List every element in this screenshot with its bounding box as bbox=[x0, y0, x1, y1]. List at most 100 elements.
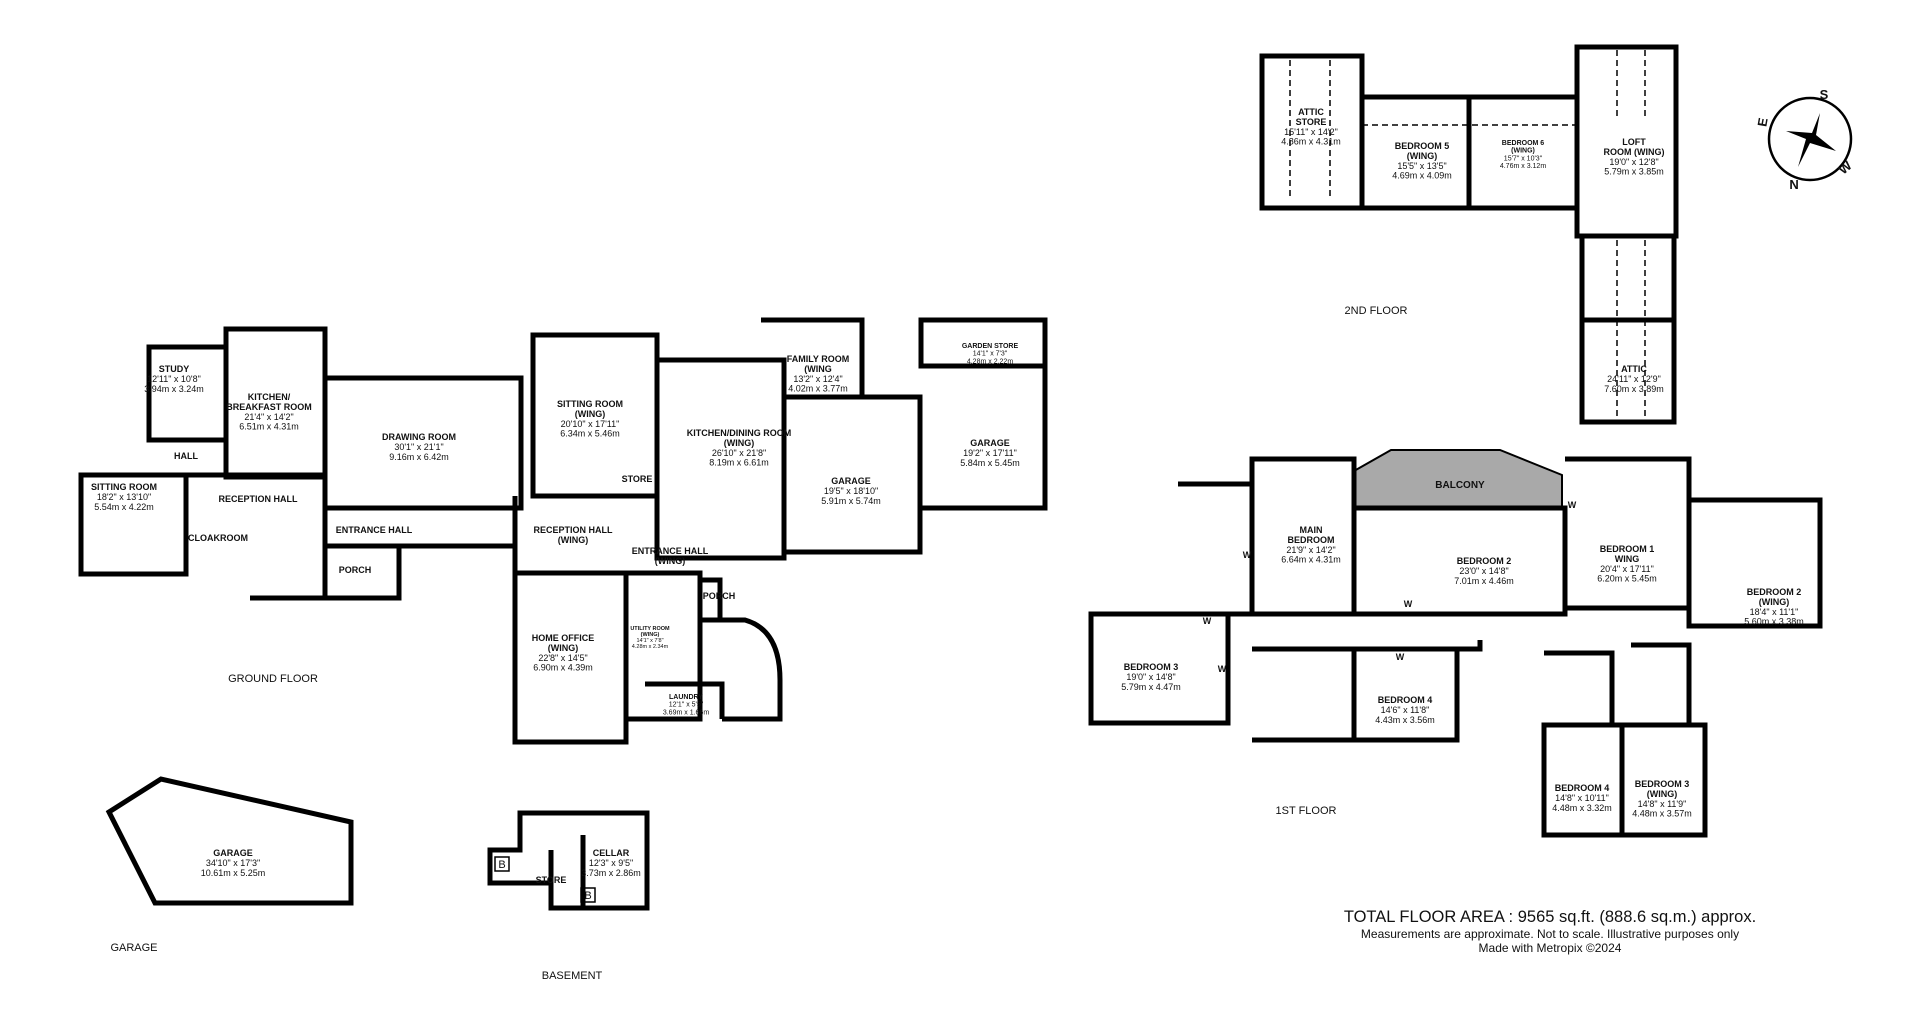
room-label: PORCH bbox=[703, 591, 736, 601]
room-name: CELLAR bbox=[593, 848, 630, 858]
wall bbox=[1252, 646, 1357, 743]
room-name: DRAWING ROOM bbox=[382, 432, 456, 442]
room-label: BEDROOM 3(WING)14'8" x 11'9"4.48m x 3.57… bbox=[1632, 779, 1692, 819]
room-dimensions-imperial: 13'2" x 12'4" bbox=[793, 374, 842, 384]
room-dimensions-metric: 4.48m x 3.57m bbox=[1632, 809, 1692, 819]
room-dimensions-imperial: 18'4" x 11'1" bbox=[1750, 607, 1799, 617]
room-dimensions-imperial: 12'3" x 9'5" bbox=[589, 858, 633, 868]
room-name: GARDEN STORE bbox=[962, 343, 1019, 350]
room-name: FAMILY ROOM bbox=[787, 354, 850, 364]
room-name: ATTIC bbox=[1621, 364, 1647, 374]
room-label: RECEPTION HALL(WING) bbox=[533, 525, 613, 545]
room-name: PORCH bbox=[339, 565, 372, 575]
room-dimensions-metric: 4.02m x 3.77m bbox=[788, 384, 848, 394]
room-name: BEDROOM 6 bbox=[1502, 140, 1545, 147]
room-dimensions-metric: 3.94m x 3.24m bbox=[144, 384, 204, 394]
room-dimensions-metric: 7.60m x 3.89m bbox=[1604, 384, 1664, 394]
room-name: STORE bbox=[1296, 117, 1327, 127]
room-dimensions-imperial: 14'1" x 7'8" bbox=[636, 638, 663, 644]
balcony-area bbox=[1353, 449, 1563, 509]
room-dimensions-imperial: 12'11" x 10'8" bbox=[147, 374, 201, 384]
room-name: RECEPTION HALL bbox=[218, 494, 298, 504]
room-label: HOME OFFICE(WING)22'8" x 14'5"6.90m x 4.… bbox=[532, 633, 595, 673]
room-name: BEDROOM 3 bbox=[1124, 662, 1179, 672]
room-name: CLOAKROOM bbox=[188, 533, 248, 543]
room-dimensions-imperial: 14'8" x 10'11" bbox=[1555, 793, 1609, 803]
wall bbox=[1362, 94, 1472, 211]
room-name: UTILITY ROOM bbox=[630, 626, 670, 632]
room-dimensions-imperial: 14'1" x 7'3" bbox=[973, 351, 1008, 358]
room-dimensions-metric: 8.19m x 6.61m bbox=[709, 458, 769, 468]
room-dimensions-metric: 6.34m x 5.46m bbox=[560, 429, 620, 439]
room-label: PORCH bbox=[339, 565, 372, 575]
room-name: LOFT bbox=[1622, 137, 1646, 147]
room-dimensions-imperial: 15'5" x 13'5" bbox=[1397, 161, 1446, 171]
room-dimensions-metric: 4.43m x 3.56m bbox=[1375, 715, 1435, 725]
room-dimensions-metric: 3.69m x 1.66m bbox=[663, 709, 709, 716]
room-dimensions-imperial: 19'0" x 14'8" bbox=[1126, 672, 1175, 682]
wall bbox=[78, 472, 189, 577]
room-label: BALCONY bbox=[1435, 480, 1485, 491]
wall bbox=[1631, 642, 1692, 725]
room-dimensions-imperial: 21'4" x 14'2" bbox=[244, 412, 293, 422]
room-name: RECEPTION HALL bbox=[533, 525, 613, 535]
room-label: BEDROOM 5(WING)15'5" x 13'5"4.69m x 4.09… bbox=[1392, 141, 1452, 181]
wall bbox=[700, 617, 783, 722]
room-name: HOME OFFICE bbox=[532, 633, 595, 643]
room-name: (WING) bbox=[724, 438, 755, 448]
room-label: BEDROOM 2(WING)18'4" x 11'1"5.60m x 3.38… bbox=[1744, 587, 1804, 627]
room-dimensions-imperial: 12'1" x 5'5" bbox=[669, 702, 704, 709]
room-dimensions-metric: 6.90m x 4.39m bbox=[533, 663, 593, 673]
room-dimensions-imperial: 23'0" x 14'8" bbox=[1459, 566, 1508, 576]
room-name: (WING) bbox=[641, 632, 660, 638]
room-name: SITTING ROOM bbox=[91, 482, 157, 492]
room-label: KITCHEN/DINING ROOM(WING)26'10" x 21'8"8… bbox=[687, 428, 792, 468]
room-name: WING bbox=[1615, 554, 1640, 564]
wall bbox=[1565, 456, 1692, 611]
room-label: STORE bbox=[536, 875, 567, 885]
room-dimensions-metric: 5.79m x 4.47m bbox=[1121, 682, 1181, 692]
room-name: LAUNDRY bbox=[669, 694, 703, 701]
room-name: (WING) bbox=[575, 409, 606, 419]
room-name: GARAGE bbox=[970, 438, 1010, 448]
room-label: HALL bbox=[174, 451, 198, 461]
room-dimensions-metric: 4.76m x 3.12m bbox=[1500, 163, 1546, 170]
wall bbox=[761, 317, 865, 397]
compass-letter-e: E bbox=[1754, 116, 1770, 127]
wall bbox=[784, 394, 923, 555]
boiler-mark-box bbox=[494, 856, 510, 872]
basement-caption: BASEMENT bbox=[542, 970, 603, 982]
room-dimensions-metric: 3.73m x 2.86m bbox=[581, 868, 641, 878]
wardrobe-mark: W bbox=[1396, 652, 1405, 662]
garage-caption: GARAGE bbox=[110, 942, 157, 954]
room-label: STORE bbox=[622, 474, 653, 484]
room-dimensions-imperial: 14'8" x 11'9" bbox=[1638, 799, 1687, 809]
room-label: ENTRANCE HALL bbox=[336, 525, 413, 535]
wall bbox=[1252, 640, 1483, 652]
wardrobe-mark: W bbox=[1203, 616, 1212, 626]
room-name: BEDROOM 2 bbox=[1747, 587, 1802, 597]
room-name: BREAKFAST ROOM bbox=[226, 402, 312, 412]
room-dimensions-metric: 4.28m x 2.34m bbox=[632, 644, 669, 650]
room-label: UTILITY ROOM(WING)14'1" x 7'8"4.28m x 2.… bbox=[630, 626, 670, 650]
wardrobe-mark: W bbox=[1568, 500, 1577, 510]
wall bbox=[626, 570, 703, 722]
room-name: (WING) bbox=[548, 643, 579, 653]
first-floor-caption: 1ST FLOOR bbox=[1276, 805, 1337, 817]
room-dimensions-metric: 4.28m x 2.22m bbox=[967, 358, 1013, 365]
room-dimensions-metric: 6.51m x 4.31m bbox=[239, 422, 299, 432]
room-name: (WING) bbox=[1759, 597, 1790, 607]
room-name: GARAGE bbox=[213, 848, 253, 858]
room-name: BEDROOM 4 bbox=[1555, 783, 1610, 793]
room-dimensions-metric: 5.54m x 4.22m bbox=[94, 502, 154, 512]
